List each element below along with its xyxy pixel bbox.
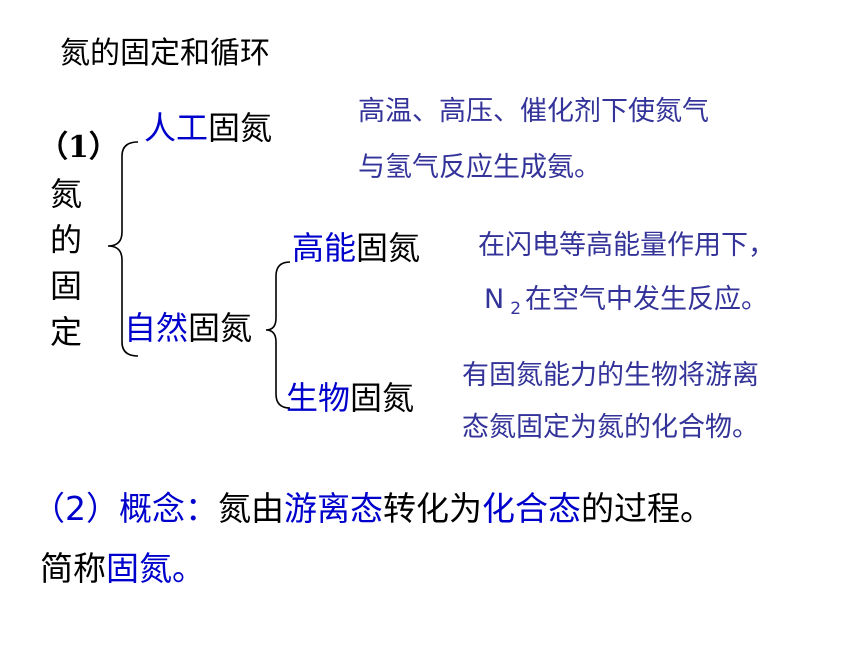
natural-prefix: 自然 xyxy=(124,309,189,347)
artificial-suffix: 固氮 xyxy=(208,109,273,147)
concept-highlight-b: 化合态 xyxy=(482,489,581,528)
concept-label: （2）概念： xyxy=(32,489,218,528)
concept-text-c: 的过程。 xyxy=(581,489,713,528)
concept-highlight-a: 游离态 xyxy=(284,489,383,528)
vertical-char-1: 氮 xyxy=(49,175,82,213)
concept-line1: （2）概念：氮由游离态转化为化合态的过程。 xyxy=(32,486,713,532)
concept-line2: 简称固氮。 xyxy=(40,546,205,592)
high-energy-suffix: 固氮 xyxy=(356,229,421,267)
artificial-fixation-label: 人工固氮 xyxy=(144,106,272,150)
biological-fixation-label: 生物固氮 xyxy=(286,376,414,420)
biological-suffix: 固氮 xyxy=(350,379,415,417)
natural-fixation-label: 自然固氮 xyxy=(124,306,252,350)
biological-note-line2: 态氮固定为氮的化合物。 xyxy=(462,412,759,443)
high-energy-note-rest: 在空气中发生反应。 xyxy=(525,284,769,315)
natural-brace xyxy=(265,261,291,409)
natural-suffix: 固氮 xyxy=(188,309,253,347)
vertical-char-3: 固 xyxy=(49,267,82,305)
artificial-prefix: 人工 xyxy=(144,109,209,147)
biological-note-line1: 有固氮能力的生物将游离 xyxy=(462,360,759,391)
vertical-char-4: 定 xyxy=(49,313,82,351)
vertical-char-2: 的 xyxy=(49,221,82,259)
biological-prefix: 生物 xyxy=(286,379,351,417)
artificial-note-line1: 高温、高压、催化剂下使氮气 xyxy=(358,96,709,127)
main-brace xyxy=(107,141,139,357)
short-name-highlight: 固氮。 xyxy=(106,549,205,588)
short-name-prefix: 简称 xyxy=(40,549,106,588)
section1-number: （1） xyxy=(38,130,119,165)
high-energy-fixation-label: 高能固氮 xyxy=(292,226,420,270)
high-energy-note-line1: 在闪电等高能量作用下， xyxy=(478,230,775,261)
high-energy-prefix: 高能 xyxy=(292,229,357,267)
concept-text-b: 转化为 xyxy=(383,489,482,528)
nitrogen-subscript: 2 xyxy=(510,299,522,320)
slide-title: 氮的固定和循环 xyxy=(60,36,270,71)
concept-text-a: 氮由 xyxy=(218,489,284,528)
artificial-note-line2: 与氢气反应生成氨。 xyxy=(358,152,601,183)
nitrogen-symbol: N xyxy=(484,284,505,315)
